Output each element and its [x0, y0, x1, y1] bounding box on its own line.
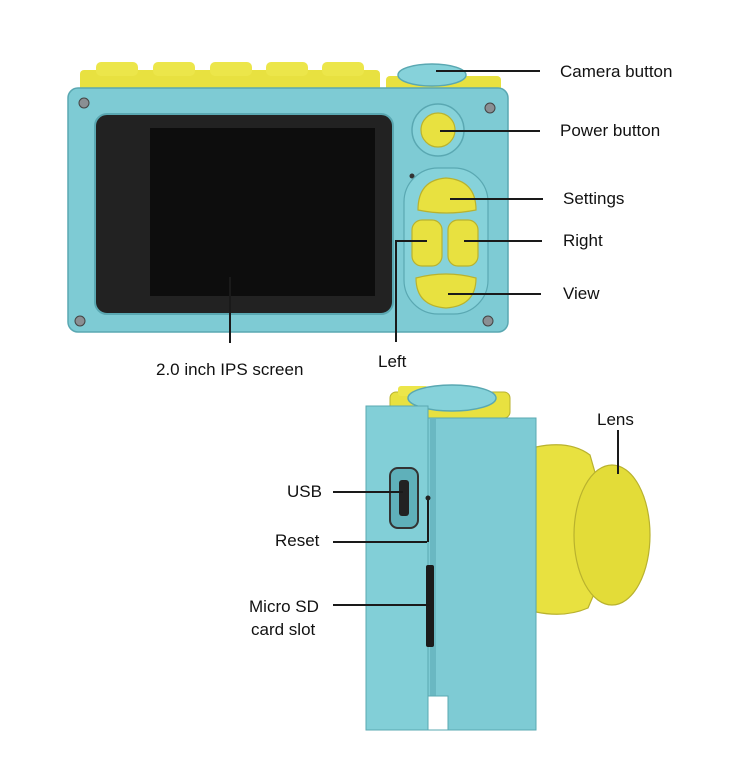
leader-reset-h [333, 541, 427, 543]
micro-sd-slot [426, 565, 434, 647]
camera-button-side [407, 384, 497, 412]
label-micro-sd-line1: Micro SD [249, 597, 319, 616]
label-right: Right [563, 231, 603, 250]
reset-hole [425, 495, 431, 501]
leader-left-v [395, 240, 397, 342]
leader-right [464, 240, 542, 242]
leader-camera-button [436, 70, 540, 72]
side-body [365, 405, 429, 731]
bottom-notch [427, 695, 449, 731]
screen [150, 128, 375, 296]
left-button [411, 219, 443, 267]
leader-settings [450, 198, 543, 200]
label-micro-sd-line2: card slot [251, 620, 316, 639]
indicator-light [409, 173, 415, 179]
leader-usb [333, 491, 403, 493]
label-settings: Settings [563, 189, 625, 208]
leader-micro-sd [333, 604, 430, 606]
camera-button [397, 63, 467, 87]
settings-button [417, 177, 477, 214]
lens [573, 464, 651, 606]
label-camera-button: Camera button [560, 62, 673, 81]
right-button [447, 219, 479, 267]
label-view: View [563, 284, 600, 303]
leader-left-h [395, 240, 427, 242]
label-reset: Reset [275, 531, 320, 550]
label-usb: USB [287, 482, 322, 501]
label-left: Left [378, 352, 407, 371]
label-power-button: Power button [560, 121, 661, 140]
leader-reset-v [427, 500, 429, 542]
leader-power-button [440, 130, 540, 132]
screws [74, 97, 496, 327]
leader-view [448, 293, 541, 295]
leader-lens [617, 430, 619, 474]
label-screen: 2.0 inch IPS screen [156, 360, 304, 379]
view-button [415, 273, 477, 309]
label-lens: Lens [597, 410, 634, 429]
leader-screen [229, 277, 231, 343]
